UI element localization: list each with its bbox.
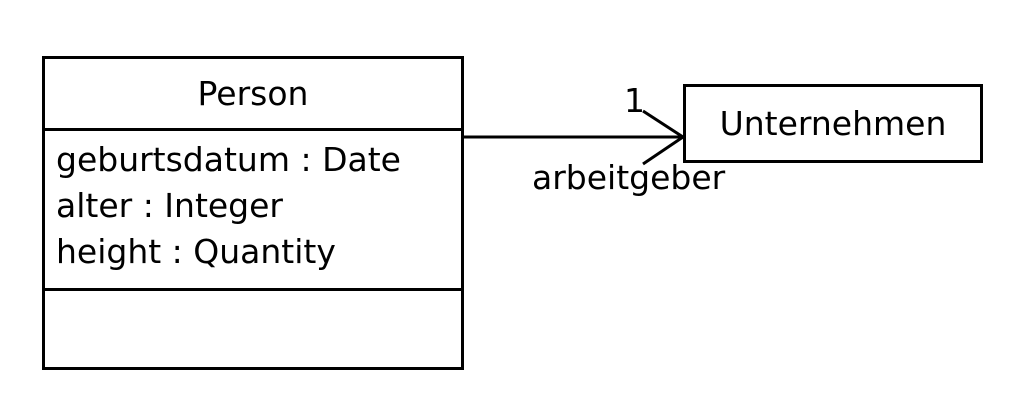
class-attributes-compartment-person: geburtsdatum : Date alter : Integer heig… (45, 131, 461, 291)
association-role-label: arbeitgeber (532, 158, 726, 197)
class-box-person[interactable]: Person geburtsdatum : Date alter : Integ… (42, 56, 464, 370)
association-multiplicity-label: 1 (624, 81, 645, 120)
attribute-row: alter : Integer (56, 186, 284, 225)
class-operations-compartment-person (45, 291, 461, 367)
arrowhead-upper-line (642, 109, 684, 139)
attribute-row: geburtsdatum : Date (56, 140, 401, 179)
class-box-unternehmen[interactable]: Unternehmen (683, 84, 983, 163)
class-name-person: Person (197, 73, 309, 113)
arrowhead-lower-line (642, 135, 684, 166)
class-name-compartment-person: Person (45, 59, 461, 131)
class-name-unternehmen: Unternehmen (719, 103, 947, 143)
class-name-compartment-unternehmen: Unternehmen (686, 87, 980, 160)
attribute-row: height : Quantity (56, 232, 336, 271)
